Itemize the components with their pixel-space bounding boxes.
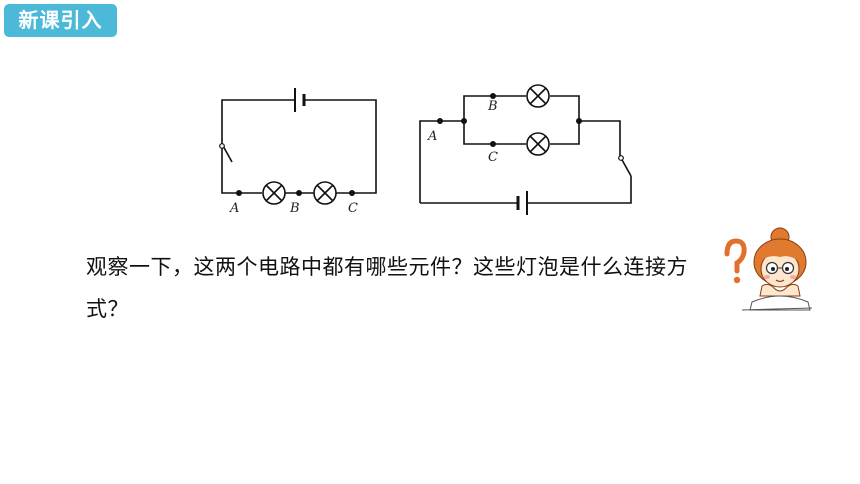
- series-wire-top-left: [221, 99, 295, 165]
- parallel-wire-right: [579, 120, 621, 156]
- parallel-nodes: [437, 93, 624, 161]
- series-label-c: C: [348, 201, 358, 216]
- series-label-a: A: [229, 201, 239, 216]
- parallel-branch-bottom-left: [463, 121, 526, 145]
- parallel-label-a: A: [427, 129, 437, 144]
- question-text: 观察一下，这两个电路中都有哪些元件？这些灯泡是什么连接方式？: [86, 255, 688, 321]
- girl-thinking-illustration: [724, 227, 813, 311]
- series-wire-bottom-left: [221, 165, 262, 194]
- series-nodes: [219, 143, 355, 196]
- series-bulb-1: [262, 181, 286, 205]
- parallel-branch-bottom-right: [550, 121, 580, 145]
- parallel-wire-left: [419, 120, 464, 203]
- parallel-circuit: [419, 84, 632, 215]
- parallel-switch-blade: [620, 157, 632, 177]
- parallel-bulb-top: [526, 84, 550, 108]
- parallel-label-c: C: [488, 150, 498, 165]
- section-tag: 新课引入: [4, 4, 117, 37]
- series-wire-top-right: [304, 99, 377, 194]
- parallel-branch-top-right: [550, 95, 580, 121]
- parallel-label-b: B: [487, 99, 498, 114]
- parallel-bulb-bottom: [526, 132, 550, 156]
- question-mark-icon: [724, 238, 747, 284]
- series-label-b: B: [289, 201, 300, 216]
- parallel-branch-top-left: [463, 95, 526, 121]
- series-circuit: [221, 88, 377, 205]
- series-bulb-2: [313, 181, 337, 205]
- parallel-wire-bottom-right: [527, 176, 632, 204]
